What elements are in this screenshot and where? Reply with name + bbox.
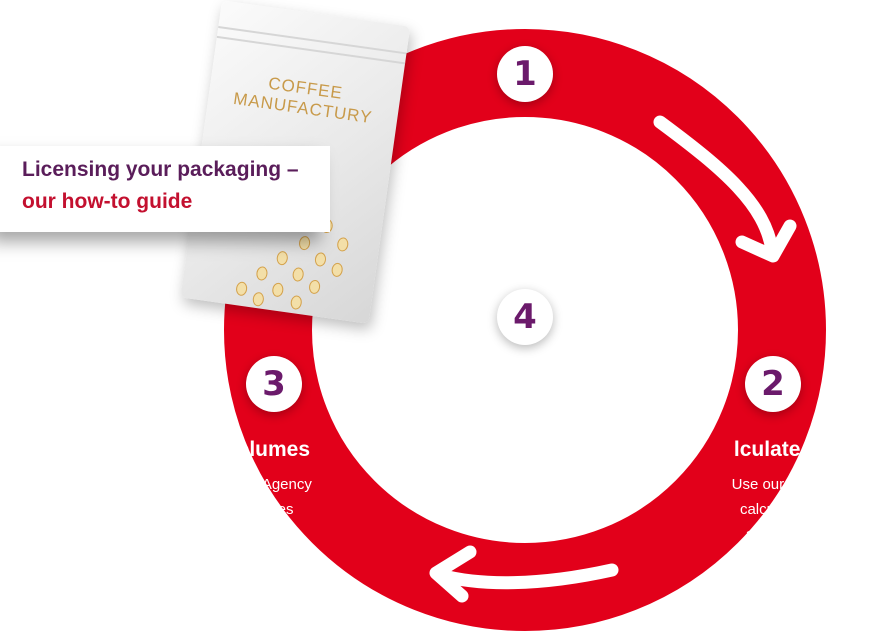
step-2-text-line: annual vol (745, 526, 815, 543)
step-3-text-line: r volumes (228, 501, 294, 518)
guide-link-card[interactable]: Licensing your packaging – our how-to gu… (0, 146, 330, 232)
guide-title-line2: our how-to guide (22, 190, 193, 213)
step-4-badge[interactable]: 4 (497, 289, 553, 345)
step-2-text-line: Use our online (731, 476, 815, 493)
curved-arrow-right-head (735, 219, 797, 263)
step-3-badge[interactable]: 3 (246, 356, 302, 412)
step-3-text-line: Central Agency (215, 476, 312, 493)
step-3-content: t volumes Central Agency r volumes (215, 436, 365, 546)
curved-arrow-left-head (429, 545, 477, 603)
curved-arrow-left-icon (433, 563, 619, 590)
curved-arrow-right-icon (653, 115, 779, 257)
step-2-title: lculate th (733, 438, 815, 461)
step-2-text-line: calculate an (739, 501, 815, 518)
step-1-badge[interactable]: 1 (497, 46, 553, 102)
step-2-badge[interactable]: 2 (745, 356, 801, 412)
guide-title-line1: Licensing your packaging – (22, 158, 299, 181)
guide-title[interactable]: Licensing your packaging – our how-to gu… (22, 154, 322, 218)
step-2-content: lculate th Use our online calculate an a… (655, 436, 815, 546)
step-3-title: t volumes (215, 438, 311, 461)
